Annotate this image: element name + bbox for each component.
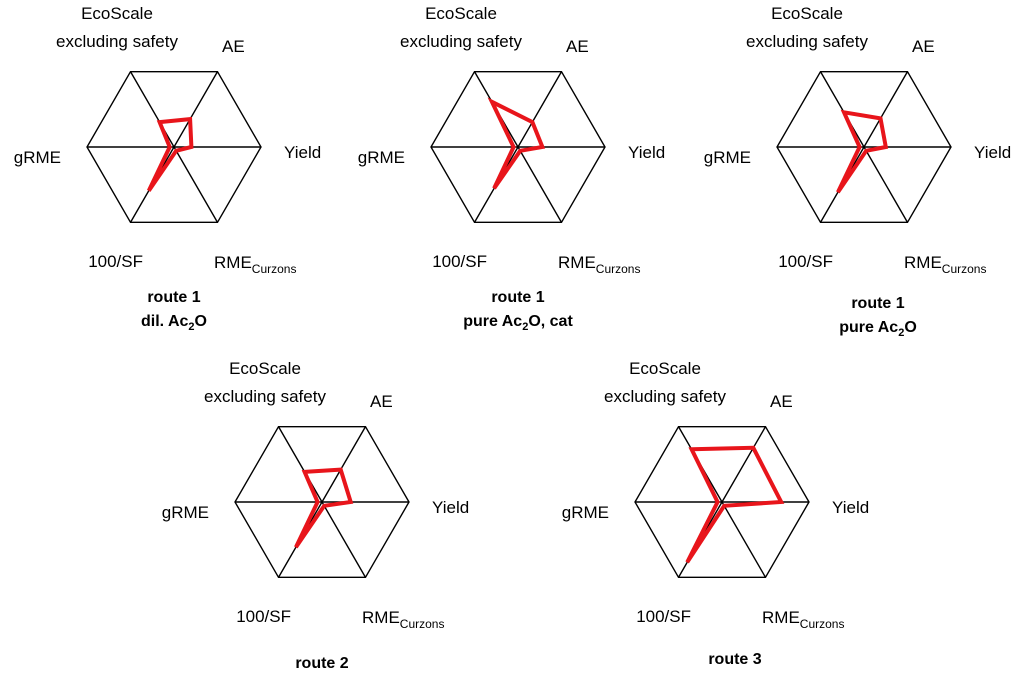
- axis-label-ae: AE: [770, 392, 793, 411]
- axis-label-grme: gRME: [562, 503, 609, 522]
- axis-spoke: [517, 146, 563, 223]
- axis-label-100-sf: 100/SF: [432, 252, 487, 271]
- axis-label-rme-curzons: RMECurzons: [904, 253, 986, 276]
- chart-caption-route: route 1: [851, 295, 904, 312]
- axis-label-ecoscale: excluding safety: [204, 387, 326, 406]
- axis-label-ecoscale: excluding safety: [400, 32, 522, 51]
- axis-label-rme-curzons: RMECurzons: [214, 253, 296, 276]
- chart-caption-condition: dil. Ac2O: [141, 313, 207, 333]
- axis-label-ecoscale: excluding safety: [746, 32, 868, 51]
- axis-label-ae: AE: [222, 37, 245, 56]
- data-series-polygon: [685, 445, 785, 564]
- axis-label-rme-curzons: RMECurzons: [362, 608, 444, 631]
- radar-chart-2: EcoScale excluding safety AE YieldRMECurzon…: [358, 4, 665, 333]
- axis-spoke: [277, 426, 323, 503]
- axis-label-yield: Yield: [432, 498, 469, 517]
- axis-label-100-sf: 100/SF: [636, 607, 691, 626]
- axis-label-grme: gRME: [358, 148, 405, 167]
- data-series-polygon: [294, 467, 354, 549]
- chart-caption-route: route 3: [708, 651, 761, 668]
- axis-spoke: [173, 146, 219, 223]
- axis-label-ecoscale: excluding safety: [604, 387, 726, 406]
- chart-caption-condition: pure Ac2O: [839, 319, 917, 339]
- axis-spoke: [863, 71, 909, 148]
- chart-caption-route: route 1: [147, 289, 200, 306]
- data-series-polygon: [836, 109, 889, 194]
- axis-label-ae: AE: [912, 37, 935, 56]
- axis-label-ecoscale: excluding safety: [56, 32, 178, 51]
- axis-label-ecoscale: EcoScale: [229, 359, 301, 378]
- axis-label-rme-curzons: RMECurzons: [762, 608, 844, 631]
- axis-label-ecoscale: EcoScale: [81, 4, 153, 23]
- radar-chart-1: EcoScale excluding safety AE YieldRMECurzon…: [14, 4, 321, 333]
- axis-label-100-sf: 100/SF: [236, 607, 291, 626]
- axis-label-yield: Yield: [832, 498, 869, 517]
- axis-label-yield: Yield: [284, 143, 321, 162]
- axis-label-ae: AE: [370, 392, 393, 411]
- chart-caption-route: route 1: [491, 289, 544, 306]
- axis-spoke: [517, 71, 563, 148]
- axis-spoke: [721, 426, 767, 503]
- axis-label-yield: Yield: [974, 143, 1011, 162]
- radar-chart-4: EcoScale excluding safety AE YieldRMECurzon…: [162, 359, 469, 672]
- axis-label-ecoscale: EcoScale: [425, 4, 497, 23]
- axis-spoke: [819, 71, 865, 148]
- axis-label-grme: gRME: [14, 148, 61, 167]
- axis-spoke: [173, 71, 219, 148]
- axis-spoke: [321, 501, 367, 578]
- axis-label-grme: gRME: [162, 503, 209, 522]
- chart-caption-route: route 2: [295, 655, 348, 672]
- axis-label-rme-curzons: RMECurzons: [558, 253, 640, 276]
- axis-label-ecoscale: EcoScale: [771, 4, 843, 23]
- chart-caption-condition: pure Ac2O, cat: [463, 313, 573, 333]
- axis-spoke: [321, 426, 367, 503]
- axis-spoke: [721, 501, 767, 578]
- axis-label-100-sf: 100/SF: [88, 252, 143, 271]
- axis-spoke: [863, 146, 909, 223]
- axis-spoke: [129, 71, 175, 148]
- axis-label-100-sf: 100/SF: [778, 252, 833, 271]
- radar-chart-3: EcoScale excluding safety AE YieldRMECurzon…: [704, 4, 1011, 339]
- axis-label-grme: gRME: [704, 148, 751, 167]
- axis-label-ae: AE: [566, 37, 589, 56]
- axis-label-yield: Yield: [628, 143, 665, 162]
- data-series-polygon: [146, 116, 194, 192]
- radar-chart-5: EcoScale excluding safety AE YieldRMECurzon…: [562, 359, 869, 668]
- data-series-polygon: [487, 97, 546, 190]
- axis-label-ecoscale: EcoScale: [629, 359, 701, 378]
